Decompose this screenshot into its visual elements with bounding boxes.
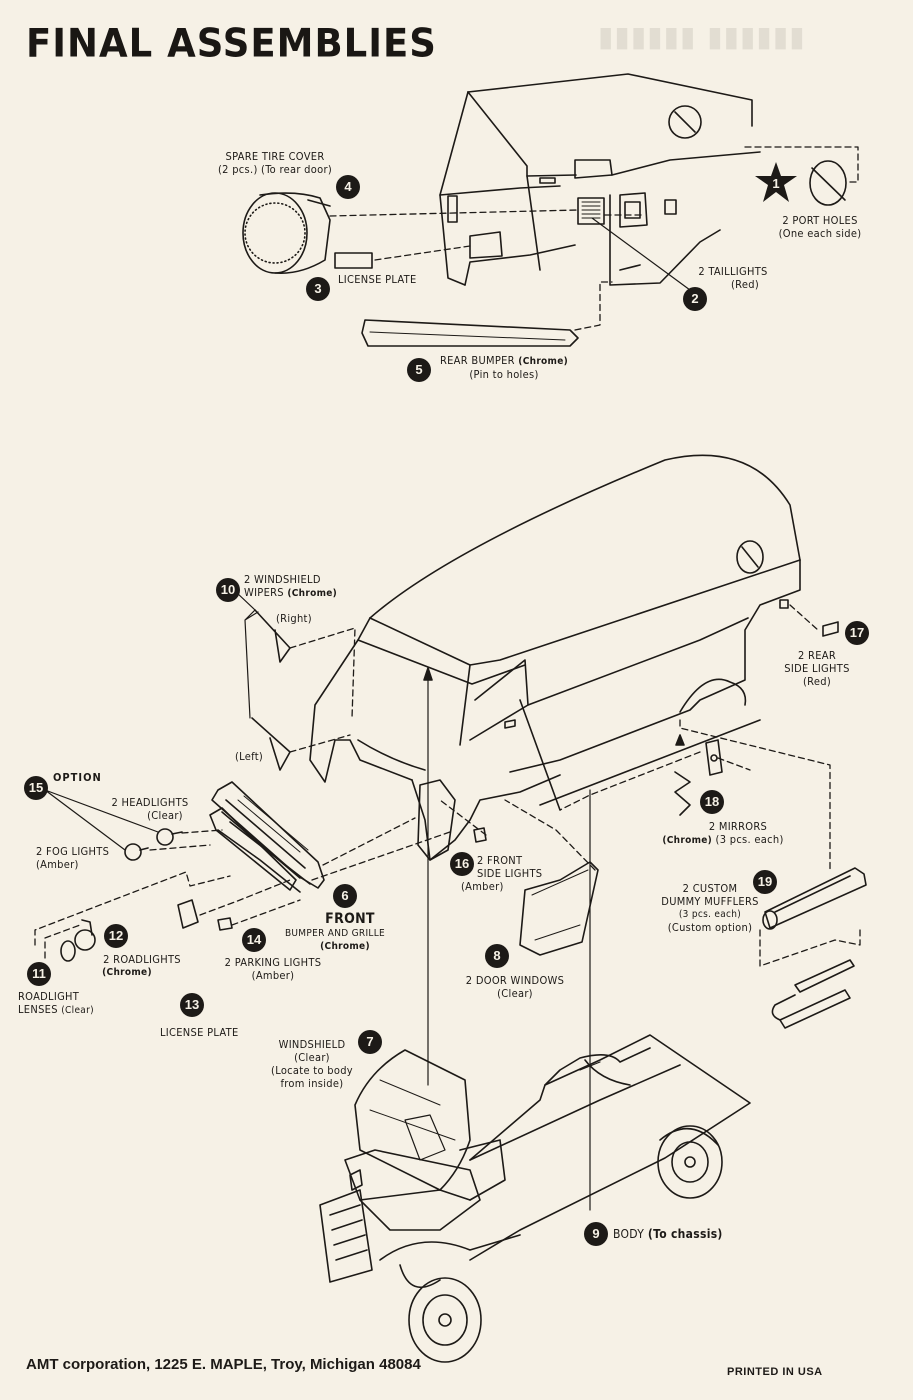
callout-7-label: WINDSHIELD (Clear) (Locate to body from … <box>271 1038 353 1090</box>
rear-side-light-part <box>822 621 839 637</box>
callout-19-label: 2 CUSTOM DUMMY MUFFLERS (3 pcs. each) (C… <box>661 882 759 934</box>
front-grille-part <box>209 781 325 893</box>
callout-13-label: LICENSE PLATE <box>160 1026 239 1039</box>
callout-1-label: 2 PORT HOLES (One each side) <box>778 214 862 240</box>
callout-18-label: 2 MIRRORS (Chrome) (3 pcs. each) <box>662 820 784 846</box>
callout-badge-5: 5 <box>407 358 431 382</box>
spare-tire-cover-part <box>242 192 331 275</box>
callout-2-label: 2 TAILLIGHTS (Red) <box>698 265 768 291</box>
callout-badge-13: 13 <box>180 993 204 1017</box>
roadlight-lens-part <box>60 940 76 962</box>
fog-lights-label: 2 FOG LIGHTS (Amber) <box>36 845 110 871</box>
callout-11-label: ROADLIGHT LENSES (Clear) <box>18 990 94 1016</box>
callout-9-label: BODY (To chassis) <box>613 1227 723 1241</box>
option-label: OPTION <box>53 771 102 784</box>
roadlight-part <box>74 929 96 951</box>
callout-6-label: FRONT BUMPER AND GRILLE (Chrome) <box>284 911 386 952</box>
callout-4-label: SPARE TIRE COVER (2 pcs.) (To rear door) <box>218 150 332 176</box>
van-body-part <box>309 454 801 861</box>
callout-badge-1: 1 <box>755 162 797 202</box>
callout-14-label: 2 PARKING LIGHTS (Amber) <box>224 956 322 982</box>
callout-badge-11: 11 <box>27 962 51 986</box>
front-side-light-part <box>473 827 487 843</box>
callout-16-label: 2 FRONT SIDE LIGHTS (Amber) <box>461 854 543 893</box>
headlights-label: 2 HEADLIGHTS (Clear) <box>111 796 189 822</box>
callout-3-label: LICENSE PLATE <box>338 273 417 286</box>
wiper-left-label: (Left) <box>235 750 264 763</box>
chassis-part <box>319 1034 751 1363</box>
callout-badge-9: 9 <box>584 1222 608 1246</box>
callout-badge-17: 17 <box>845 621 869 645</box>
rear-bumper-part <box>361 319 579 347</box>
printed-note: PRINTED IN USA <box>727 1366 823 1378</box>
port-hole-part <box>809 160 847 206</box>
windshield-part <box>354 1049 471 1191</box>
rear-van-body <box>439 73 761 286</box>
callout-badge-14: 14 <box>242 928 266 952</box>
wiper-part <box>244 609 291 771</box>
callout-badge-8: 8 <box>485 944 509 968</box>
mirror-part <box>674 739 723 816</box>
callout-badge-19: 19 <box>753 870 777 894</box>
callout-12-label: 2 ROADLIGHTS (Chrome) <box>102 953 181 978</box>
callout-17-label: 2 REAR SIDE LIGHTS (Red) <box>784 649 850 688</box>
bleed-through-heading: ▮▮▮▮▮▮ ▮▮▮▮▮▮ <box>598 20 806 53</box>
callout-badge-15: 15 <box>24 776 48 800</box>
company-address: AMT corporation, 1225 E. MAPLE, Troy, Mi… <box>26 1356 421 1373</box>
page-title: FINAL ASSEMBLIES <box>26 20 437 67</box>
callout-badge-12: 12 <box>104 924 128 948</box>
fog-light-part <box>124 843 142 861</box>
callout-badge-7: 7 <box>358 1030 382 1054</box>
callout-badge-16: 16 <box>450 852 474 876</box>
callout-badge-3: 3 <box>306 277 330 301</box>
parking-light-part <box>217 917 233 931</box>
callout-5-label: REAR BUMPER (Chrome) (Pin to holes) <box>439 354 569 381</box>
callout-badge-18: 18 <box>700 790 724 814</box>
callout-badge-10: 10 <box>216 578 240 602</box>
callout-10-label: 2 WINDSHIELD WIPERS (Chrome) <box>244 573 338 599</box>
wiper-right-label: (Right) <box>276 612 312 625</box>
callout-badge-6: 6 <box>333 884 357 908</box>
dummy-muffler-part <box>762 867 867 1029</box>
callout-badge-4: 4 <box>336 175 360 199</box>
headlight-part <box>156 828 174 846</box>
callout-badge-2: 2 <box>683 287 707 311</box>
license-plate-front-part <box>177 899 199 929</box>
svg-text:1: 1 <box>772 176 779 191</box>
callout-8-label: 2 DOOR WINDOWS (Clear) <box>465 974 565 1000</box>
license-plate-rear-part <box>334 252 373 269</box>
